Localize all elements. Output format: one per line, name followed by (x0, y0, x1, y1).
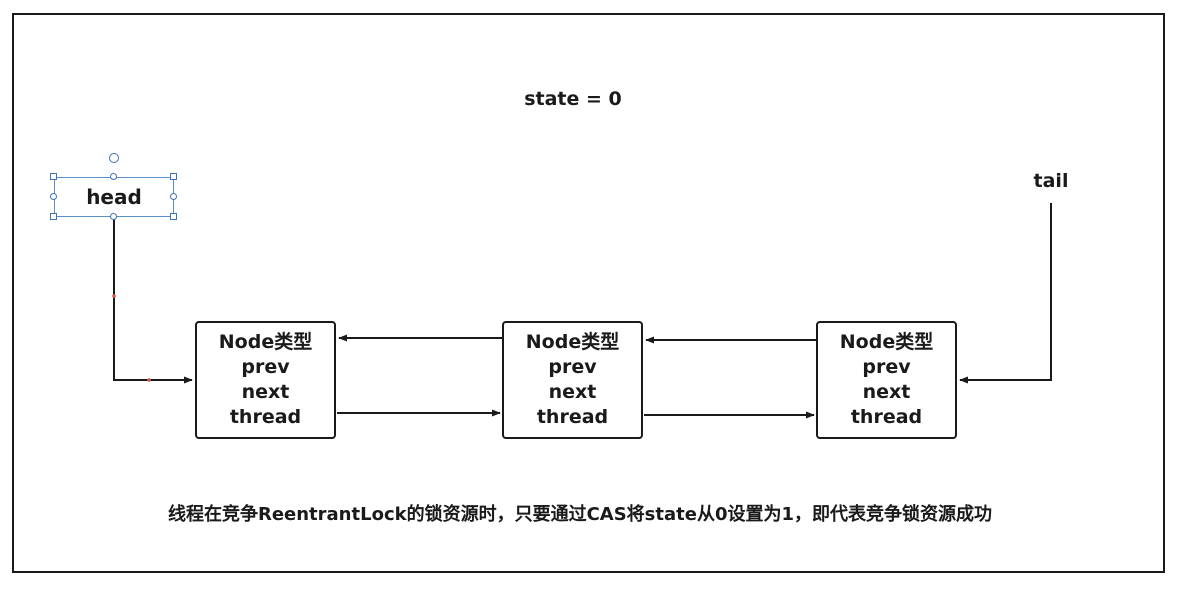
left-connection-handle[interactable] (50, 193, 57, 200)
connector-midpoint-marker (112, 294, 116, 298)
diagram-frame (12, 13, 1165, 573)
state-label: state = 0 (524, 88, 622, 110)
tail-label: tail (1033, 170, 1069, 192)
resize-handle-top-left[interactable] (50, 173, 57, 180)
resize-handle-top-right[interactable] (170, 173, 177, 180)
node-type: Node类型 (525, 331, 620, 353)
node-prev-field: prev (241, 356, 290, 378)
right-connection-handle[interactable] (170, 193, 177, 200)
node-box-1[interactable]: Node类型 prev next thread (195, 321, 336, 439)
node-next-field: next (862, 381, 911, 403)
node-prev-field: prev (862, 356, 911, 378)
rotate-handle[interactable] (109, 153, 119, 163)
node-type: Node类型 (839, 331, 934, 353)
tail-connector (959, 203, 1052, 384)
bottom-connection-handle[interactable] (110, 213, 117, 220)
node-next-field: next (241, 381, 290, 403)
connector-midpoint-marker (147, 378, 151, 382)
top-connection-handle[interactable] (110, 173, 117, 180)
caption-text: 线程在竞争ReentrantLock的锁资源时，只要通过CAS将state从0设… (167, 504, 993, 525)
resize-handle-bottom-left[interactable] (50, 213, 57, 220)
head-box[interactable]: head (54, 177, 174, 217)
node-prev-field: prev (548, 356, 597, 378)
node-thread-field: thread (850, 406, 923, 428)
head-label: head (86, 185, 142, 209)
node-thread-field: thread (229, 406, 302, 428)
node-box-3[interactable]: Node类型 prev next thread (816, 321, 957, 439)
node-next-field: next (548, 381, 597, 403)
node-type: Node类型 (218, 331, 313, 353)
resize-handle-bottom-right[interactable] (170, 213, 177, 220)
node-box-2[interactable]: Node类型 prev next thread (502, 321, 643, 439)
head-connector (113, 217, 193, 384)
node-thread-field: thread (536, 406, 609, 428)
